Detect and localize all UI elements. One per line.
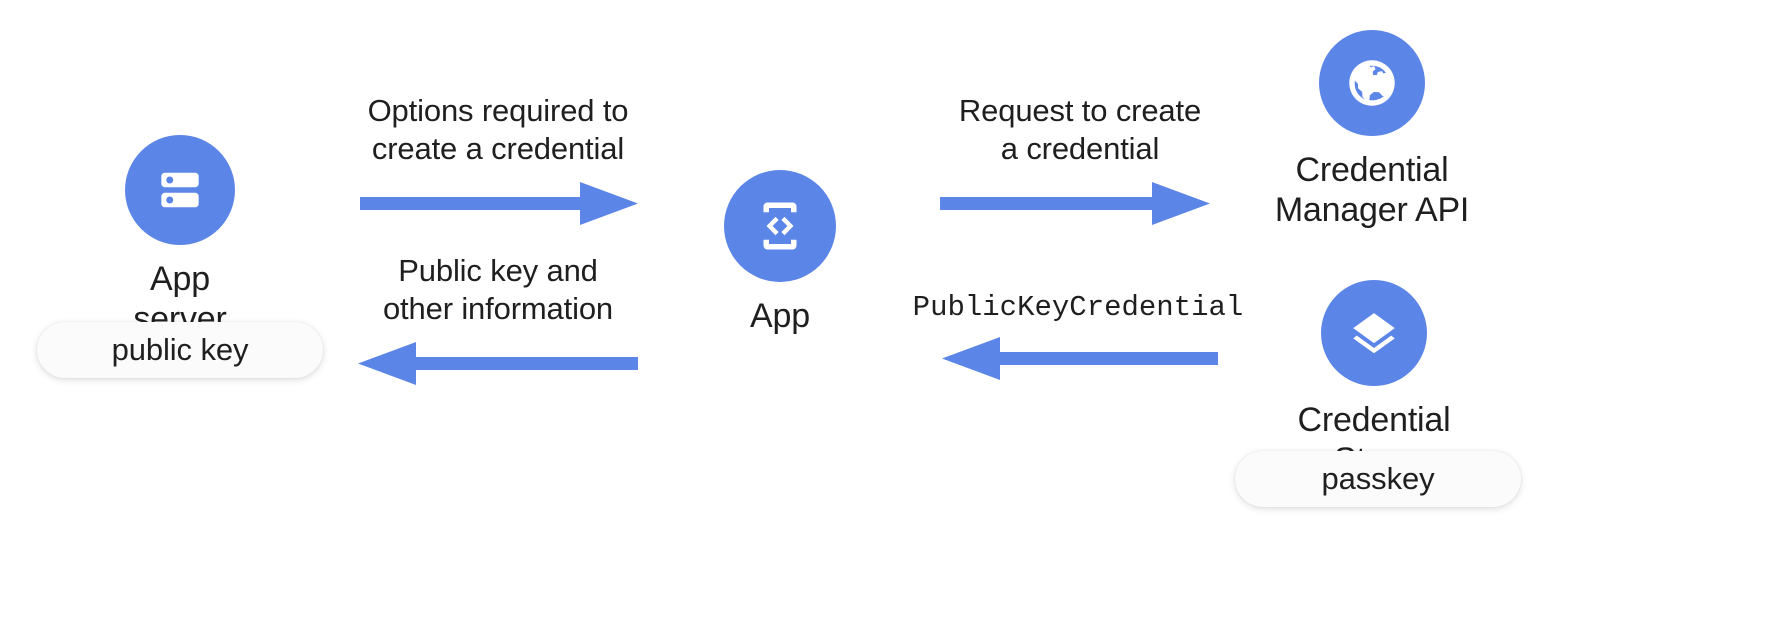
- app-server-circle: [125, 135, 235, 245]
- credential-store-circle: [1321, 280, 1427, 386]
- node-app-server: App server: [100, 135, 260, 339]
- arrow-right-request-to-create: [940, 181, 1210, 225]
- node-app: App: [722, 170, 838, 336]
- credential-manager-api-circle: [1319, 30, 1425, 136]
- flow-label-public-key-and-other-information: Public key and other information: [382, 253, 614, 326]
- arrow-right-options-required: [360, 181, 638, 225]
- arrow-left-public-key-and-other-information: [358, 341, 638, 385]
- flow-options-required: Options required to create a credential: [338, 92, 658, 236]
- flow-public-key-and-other-information: Public key and other information: [338, 252, 658, 396]
- arrow-left-public-key-credential: [942, 337, 1218, 381]
- chip-public-key-label: public key: [111, 332, 249, 367]
- globe-icon: [1349, 60, 1395, 106]
- node-credential-store: Credential Store: [1260, 280, 1488, 480]
- flow-request-to-create: Request to create a credential: [920, 92, 1240, 236]
- app-code-device-icon: [763, 202, 797, 250]
- flow-label-public-key-credential: PublicKeyCredential: [912, 291, 1244, 324]
- app-circle: [724, 170, 836, 282]
- flow-public-key-credential: PublicKeyCredential: [908, 290, 1248, 391]
- server-icon: [161, 172, 199, 208]
- node-credential-manager-api: Credential Manager API: [1264, 30, 1480, 230]
- layers-icon: [1353, 313, 1395, 354]
- flow-label-request-to-create: Request to create a credential: [958, 93, 1202, 166]
- chip-passkey-label: passkey: [1321, 461, 1435, 496]
- flow-label-options-required: Options required to create a credential: [367, 93, 629, 166]
- chip-public-key: public key: [37, 322, 323, 378]
- node-label-credential-manager-api: Credential Manager API: [1274, 151, 1470, 230]
- chip-passkey: passkey: [1235, 451, 1521, 507]
- node-label-app: App: [750, 297, 810, 335]
